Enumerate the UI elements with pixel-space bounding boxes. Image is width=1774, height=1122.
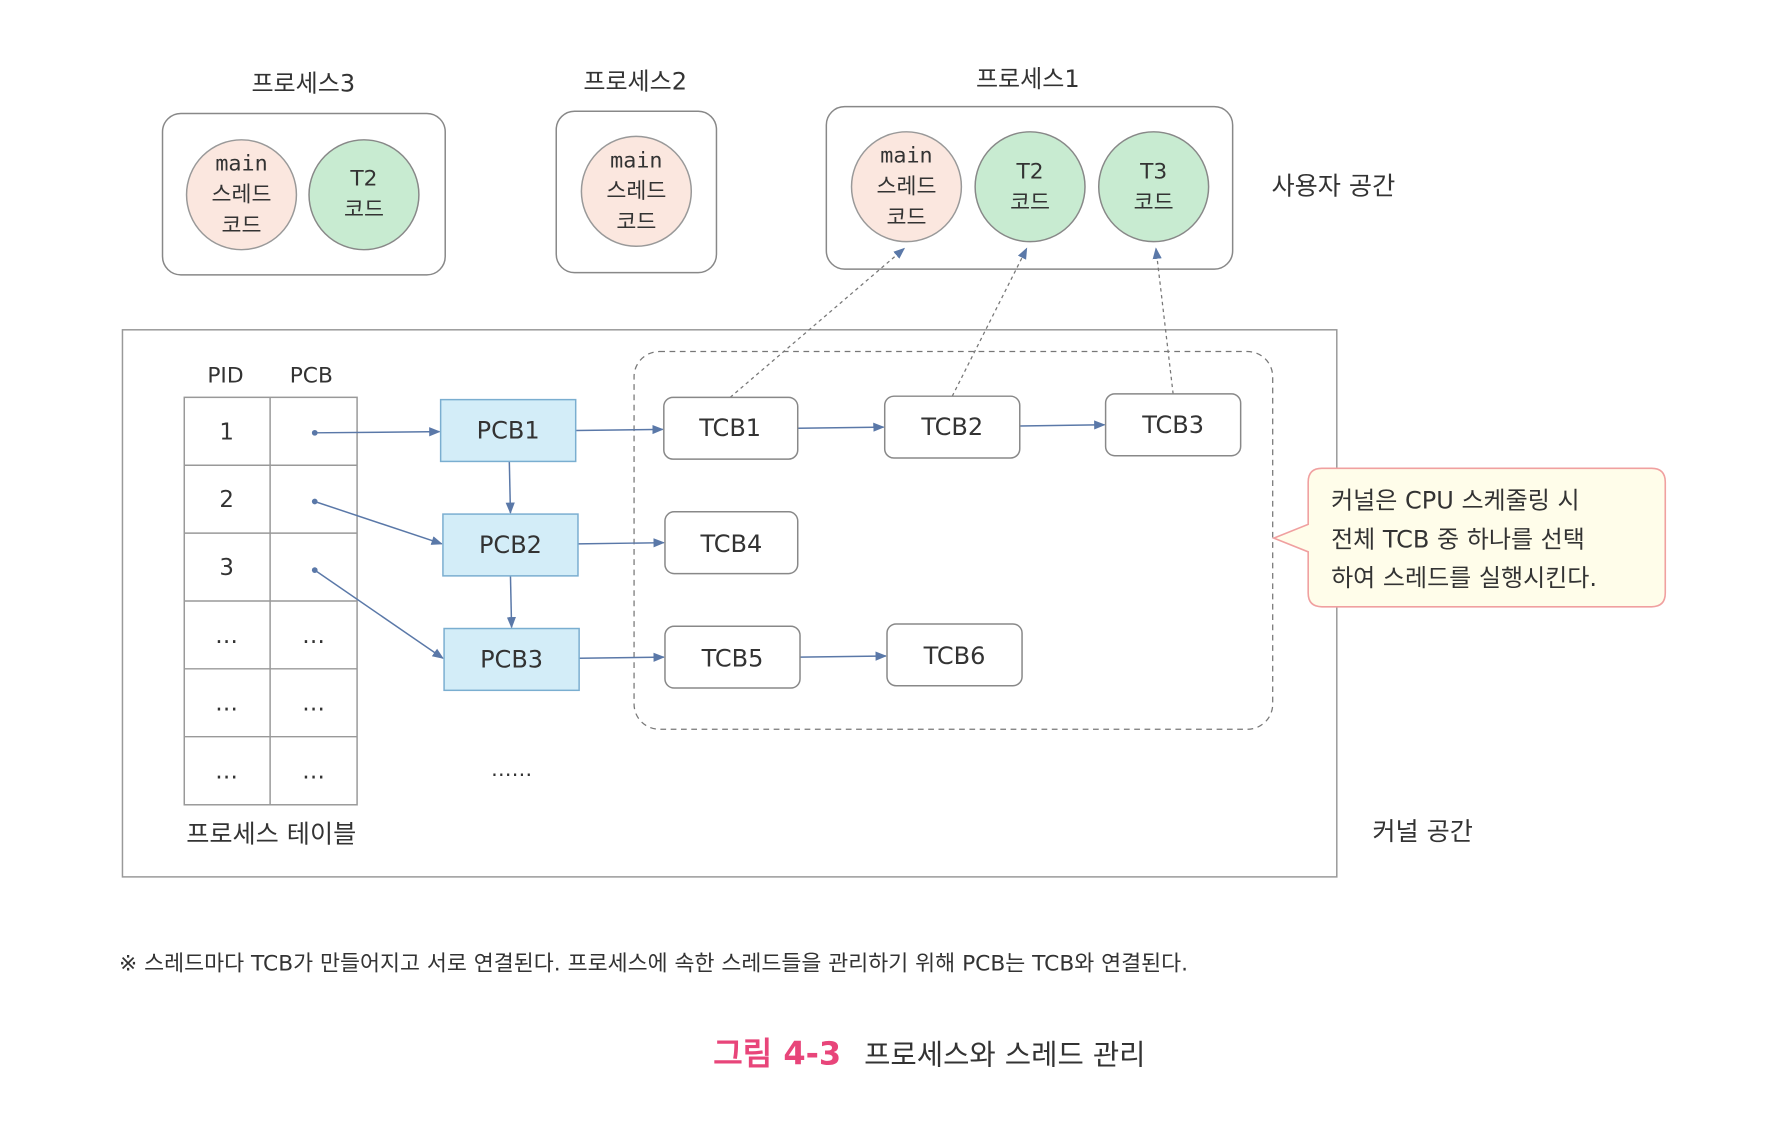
arrows [311,247,1174,662]
callout-line: 커널은 CPU 스케줄링 시 [1331,486,1580,514]
tcb-label: TCB1 [698,414,761,442]
main-thread-code [850,131,963,243]
tcb-5: TCB5 [664,625,801,689]
table-cell-pid: 3 [219,555,234,581]
thread-label: 코드 [221,214,261,239]
figure-number: 그림 4-3 [713,1035,841,1073]
tcb-label: TCB4 [699,530,762,558]
callout-line: 하여 스레드를 실행시킨다. [1331,564,1597,592]
thread-label: T2 [349,167,377,192]
t3-thread-code [1097,131,1210,243]
pcb-1: PCB1 [439,398,577,463]
tcb-6: TCB6 [886,623,1023,687]
main-thread-code [580,135,693,248]
thread-label: main [880,144,932,169]
table-cell-pid: … [215,691,238,717]
thread-label: 코드 [886,206,926,231]
pcb-label: PCB3 [480,645,543,673]
table-header: PCB [290,363,333,388]
thread-label: 스레드 [606,179,666,204]
pcb-label: PCB2 [479,531,542,559]
thread-label: main [610,148,662,173]
pcb-2: PCB2 [442,513,579,577]
tcb-4: TCB4 [664,511,799,575]
thread-label: 코드 [344,198,384,223]
callout-line: 전체 TCB 중 하나를 선택 [1331,525,1585,553]
callout-bubble: 커널은 CPU 스케줄링 시 전체 TCB 중 하나를 선택 하여 스레드를 실… [1271,467,1667,608]
thread-label: T3 [1139,160,1167,185]
thread-label: 코드 [1134,191,1174,216]
tcb-label: TCB6 [923,642,986,670]
table-cell-pid: … [215,623,238,649]
process-3: 프로세스3 main 스레드 코드 T2 코드 [161,70,446,276]
process-table: PID PCB 1 2 3 … … … … … … 프로세스 테이블 [183,363,358,849]
kernel-space-label: 커널 공간 [1372,817,1473,846]
process-table-caption: 프로세스 테이블 [186,820,356,849]
process-1: 프로세스1 main 스레드 코드 T2 코드 T3 코드 [825,65,1234,270]
table-cell-pcb: … [302,691,325,717]
tcb-label: TCB5 [701,644,764,672]
tcb-2: TCB2 [883,395,1021,459]
table-cell-pcb: … [302,759,325,785]
table-cell-pid: 1 [219,419,234,445]
more-pcbs-ellipsis: …… [491,757,532,781]
thread-label: 스레드 [211,183,271,208]
tcb-1: TCB1 [663,396,799,460]
process-2: 프로세스2 main 스레드 코드 [555,67,718,274]
table-cell-pid: … [215,759,238,785]
figure-title: 프로세스와 스레드 관리 [864,1038,1145,1072]
thread-label: main [215,152,267,177]
t2-thread-code [974,131,1086,243]
thread-label: 스레드 [876,175,936,200]
user-space-label: 사용자 공간 [1272,172,1396,201]
main-thread-code [185,139,298,251]
figure-note: ※ 스레드마다 TCB가 만들어지고 서로 연결된다. 프로세스에 속한 스레드… [119,952,1188,977]
process-label: 프로세스3 [251,70,355,98]
table-cell-pcb: … [302,623,325,649]
tcb-3: TCB3 [1104,393,1242,457]
process-label: 프로세스2 [583,67,687,95]
table-cell-pid: 2 [219,487,234,513]
process-label: 프로세스1 [976,65,1080,93]
tcb-region [633,350,1274,730]
thread-label: 코드 [616,210,656,235]
table-header: PID [207,363,243,388]
thread-label: T2 [1016,160,1044,185]
pcb-3: PCB3 [443,627,580,692]
thread-label: 코드 [1010,191,1050,216]
t2-thread-code [308,139,420,251]
pcb-label: PCB1 [477,417,540,445]
tcb-label: TCB3 [1141,411,1204,439]
tcb-label: TCB2 [920,413,983,441]
